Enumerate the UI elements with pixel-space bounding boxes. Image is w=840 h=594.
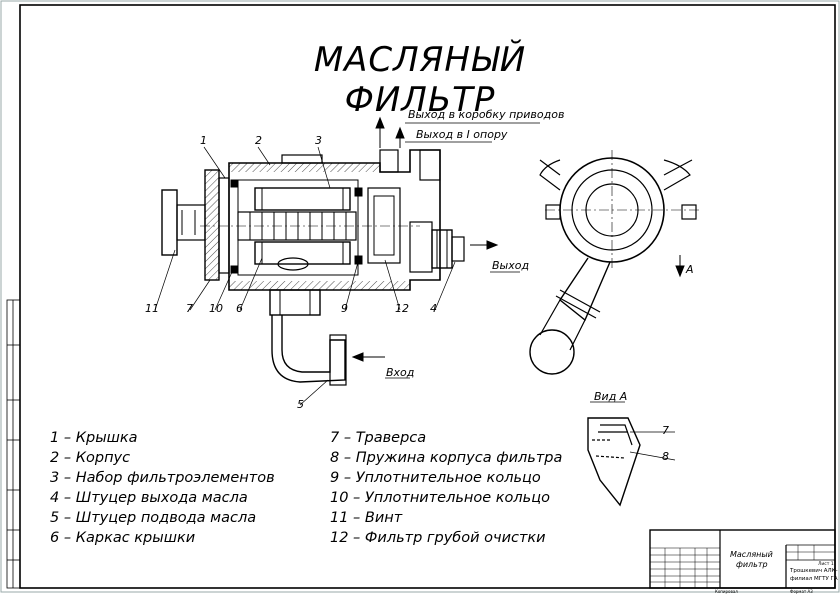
legend-item: 4 – Штуцер выхода масла bbox=[50, 490, 248, 506]
title-block-org-line2: филиал МГТУ ГА bbox=[790, 576, 838, 582]
title-block-name: Масляный фильтр bbox=[730, 550, 773, 570]
position-number: 10 bbox=[209, 302, 223, 315]
label-exit: Выход bbox=[492, 259, 530, 272]
inner-frame bbox=[19, 4, 836, 589]
position-number: 1 bbox=[200, 134, 207, 147]
position-number: 9 bbox=[341, 302, 348, 315]
position-number: 2 bbox=[255, 134, 262, 147]
legend-left: 1 – Крышка 2 – Корпус 3 – Набор фильтроэ… bbox=[50, 428, 275, 548]
flow-arrows bbox=[351, 116, 685, 362]
title-block-sheet: Лист 1 bbox=[818, 562, 834, 567]
legend-item: 8 – Пружина корпуса фильтра bbox=[330, 450, 563, 466]
legend-item: 2 – Корпус bbox=[50, 450, 131, 466]
label-entry: Вход bbox=[386, 366, 415, 379]
position-number: 8 bbox=[662, 450, 669, 463]
side-view bbox=[529, 150, 700, 375]
left-stamp bbox=[6, 299, 21, 589]
position-number: 5 bbox=[297, 398, 304, 411]
legend-right: 7 – Траверса 8 – Пружина корпуса фильтра… bbox=[330, 428, 562, 548]
legend-item: 6 – Каркас крышки bbox=[50, 530, 196, 546]
legend-item: 5 – Штуцер подвода масла bbox=[50, 510, 257, 526]
position-number: 7 bbox=[186, 302, 193, 315]
label-exit-support: Выход в I опору bbox=[416, 128, 508, 141]
leader-lines bbox=[154, 122, 676, 461]
legend-item: 7 – Траверса bbox=[330, 430, 427, 446]
label-view-a: Вид А bbox=[594, 390, 628, 403]
legend-item: 12 – Фильтр грубой очистки bbox=[330, 530, 546, 546]
title-block-copied: Копировал bbox=[715, 589, 738, 594]
label-exit-gearbox: Выход в коробку приводов bbox=[408, 108, 565, 121]
view-a-detail bbox=[587, 401, 641, 507]
legend-item: 9 – Уплотнительное кольцо bbox=[330, 470, 541, 486]
position-number: 4 bbox=[430, 302, 437, 315]
position-number: 7 bbox=[662, 424, 669, 437]
drawing-title: МАСЛЯНЫЙ ФИЛЬТР bbox=[313, 40, 527, 120]
position-number: 6 bbox=[236, 302, 243, 315]
title-block-format: Формат А3 bbox=[790, 589, 813, 594]
position-number: 3 bbox=[315, 134, 322, 147]
title-block-name-line1: Масляный bbox=[730, 550, 773, 559]
position-number: 12 bbox=[395, 302, 409, 315]
title-block bbox=[649, 529, 836, 589]
legend-item: 3 – Набор фильтроэлементов bbox=[50, 470, 275, 486]
title-block-name-line2: фильтр bbox=[736, 560, 768, 569]
label-arrow-a: А bbox=[686, 263, 694, 276]
legend-item: 1 – Крышка bbox=[50, 430, 138, 446]
legend-item: 11 – Винт bbox=[330, 510, 403, 526]
title-block-org-line1: Трошкевич АЛК- bbox=[790, 568, 838, 574]
main-section-view bbox=[161, 149, 465, 386]
position-number: 11 bbox=[145, 302, 159, 315]
legend-item: 10 – Уплотнительное кольцо bbox=[330, 490, 550, 506]
